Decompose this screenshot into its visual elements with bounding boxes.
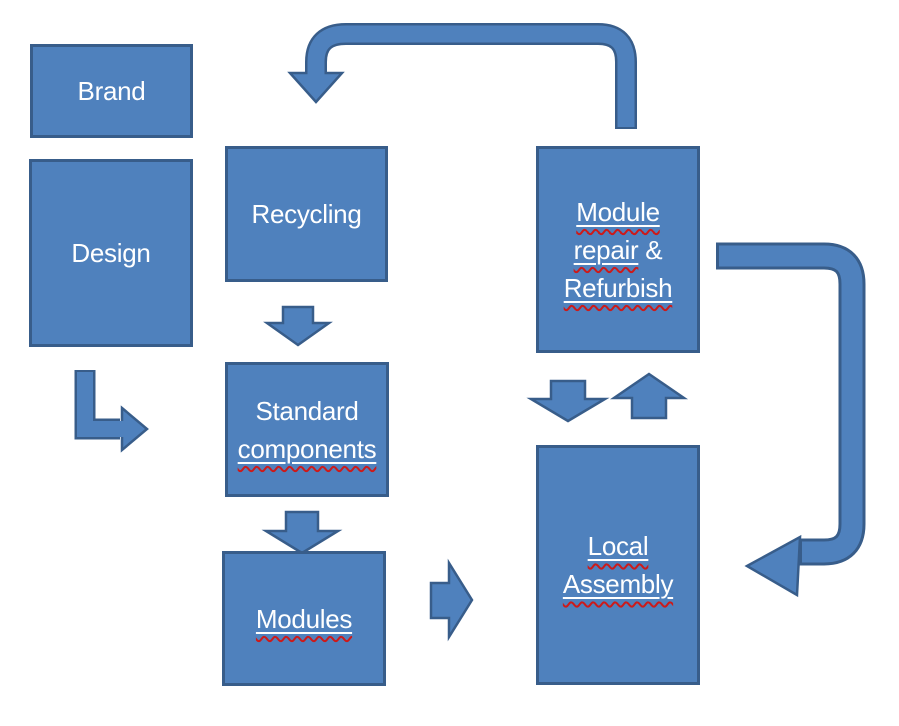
block-right-arrow (429, 558, 474, 642)
arrow-local-assembly-to-repair (609, 372, 689, 420)
block-down-arrow (526, 379, 610, 423)
arrow-around-head (744, 534, 802, 598)
arrow-design-head (120, 405, 149, 453)
box-module-repair: Module repair & Refurbish (536, 146, 700, 353)
box-recycling-label: Recycling (251, 199, 362, 229)
arrow-return-tube-fill (307, 25, 635, 127)
arrow-return-to-recycling (287, 23, 637, 129)
box-module-repair-label: Module repair & Refurbish (563, 196, 673, 303)
box-design: Design (29, 159, 193, 347)
box-brand-label: Brand (77, 76, 146, 106)
block-up-arrow (609, 372, 689, 420)
box-design-label: Design (71, 238, 151, 268)
arrow-recycling-to-standard (263, 305, 333, 347)
box-brand: Brand (30, 44, 193, 138)
arrow-standard-to-modules (261, 510, 343, 555)
arrow-repair-around-to-local-assembly (716, 242, 866, 598)
arrow-modules-to-local-assembly (429, 558, 474, 642)
arrow-design-tube-fill (77, 372, 124, 437)
box-local-assembly-label: Local Assembly (562, 531, 674, 599)
arrow-repair-to-local-assembly (526, 379, 610, 423)
arrow-return-tube-outline (305, 23, 637, 129)
box-local-assembly: Local Assembly (536, 445, 700, 685)
block-down-arrow (261, 510, 343, 555)
box-modules: Modules (222, 551, 386, 686)
arrow-around-tube-fill (719, 245, 863, 563)
box-standard-components-label: Standard components (237, 395, 377, 464)
arrow-around-tube-outline (716, 242, 866, 566)
arrow-design-to-standard (74, 370, 149, 453)
box-recycling: Recycling (225, 146, 388, 282)
box-modules-label: Modules (255, 603, 353, 634)
box-standard-components: Standard components (225, 362, 389, 497)
block-down-arrow (263, 305, 333, 347)
